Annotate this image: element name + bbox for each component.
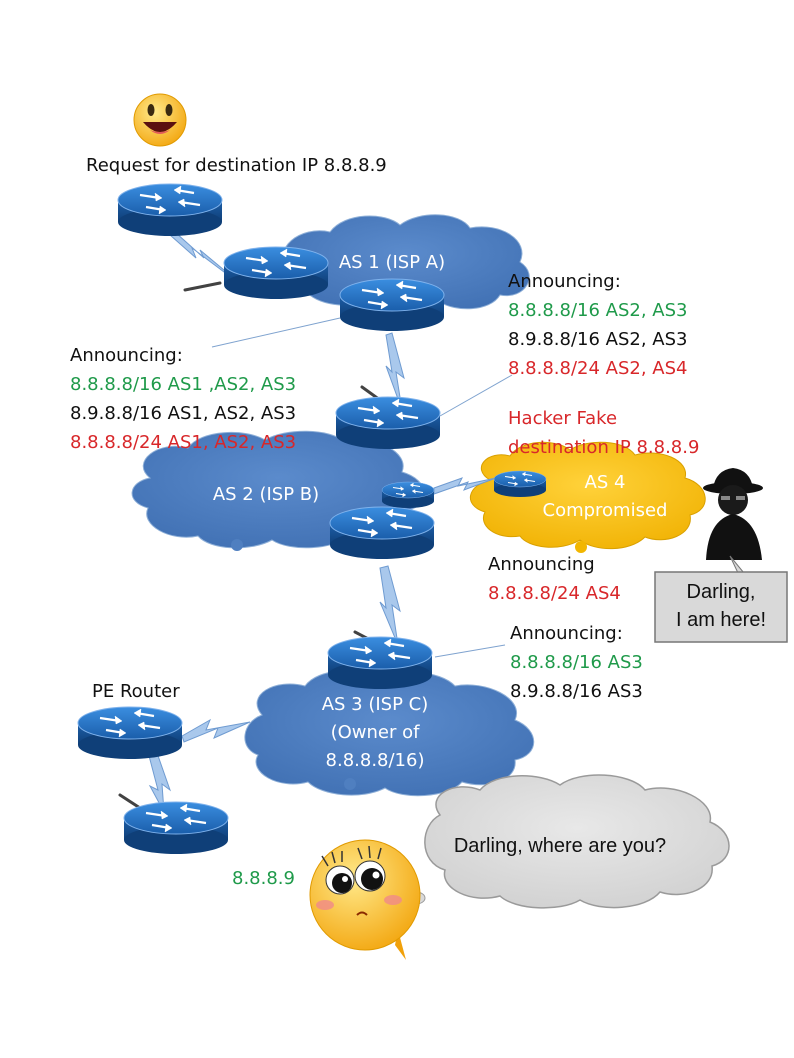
as4-cloud — [469, 441, 706, 553]
right-announce-line2: 8.9.8.8/16 AS2, AS3 — [508, 329, 688, 350]
as1-router-left — [222, 245, 330, 301]
as3-announce-line1: 8.8.8.8/16 AS3 — [510, 652, 643, 673]
pe-router — [76, 705, 184, 761]
as2-router-top — [334, 395, 442, 451]
hacker-callout-line1: Darling, — [686, 581, 756, 603]
right-announce-title: Announcing: — [508, 271, 621, 292]
pe-router-label: PE Router — [92, 681, 180, 702]
as4-announce-title: Announcing — [488, 554, 595, 575]
left-announce-title: Announcing: — [70, 345, 183, 366]
destination-ip-label: 8.8.8.9 — [232, 868, 295, 889]
right-announce-line3: 8.8.8.8/24 AS2, AS4 — [508, 358, 688, 379]
as3-announce-title: Announcing: — [510, 623, 623, 644]
links — [147, 232, 497, 813]
left-announce-line2: 8.9.8.8/16 AS1, AS2, AS3 — [70, 403, 297, 424]
as1-router-right — [338, 277, 446, 333]
as2-router-bottom — [328, 505, 436, 561]
right-announce-line1: 8.8.8.8/16 AS2, AS3 — [508, 300, 688, 321]
victim-callout-text: Darling, where are you? — [453, 835, 667, 857]
as4-announce-line1: 8.8.8.8/24 AS4 — [488, 583, 621, 604]
hacker-line1: Hacker Fake — [508, 408, 618, 429]
as3-announce-line2: 8.9.8.8/16 AS3 — [510, 681, 643, 702]
as3-router — [326, 635, 434, 691]
as4-label-line2: Compromised — [542, 500, 668, 521]
as4-label-line1: AS 4 — [584, 472, 626, 493]
request-label: Request for destination IP 8.8.8.9 — [86, 155, 387, 176]
as3-label-line1: AS 3 (ISP C) — [321, 694, 429, 715]
as2-small-router — [381, 481, 435, 509]
hacker-icon — [703, 468, 763, 560]
as1-label: AS 1 (ISP A) — [338, 252, 446, 273]
hacker-line2: destination IP 8.8.8.9 — [508, 437, 700, 458]
happy-face-icon — [133, 93, 187, 147]
left-announce-line1: 8.8.8.8/16 AS1 ,AS2, AS3 — [70, 374, 297, 395]
destination-router — [122, 800, 230, 856]
hacker-callout — [654, 555, 788, 643]
as2-label: AS 2 (ISP B) — [212, 484, 320, 505]
as3-label-line2: (Owner of — [330, 722, 420, 743]
source-router — [116, 182, 224, 238]
as3-label-line3: 8.8.8.8/16) — [325, 750, 425, 771]
hacker-callout-line2: I am here! — [675, 609, 767, 631]
left-announce-line3: 8.8.8.8/24 AS1, AS2, AS3 — [70, 432, 297, 453]
worried-face-icon — [309, 839, 421, 960]
annotation-lines — [211, 317, 513, 658]
